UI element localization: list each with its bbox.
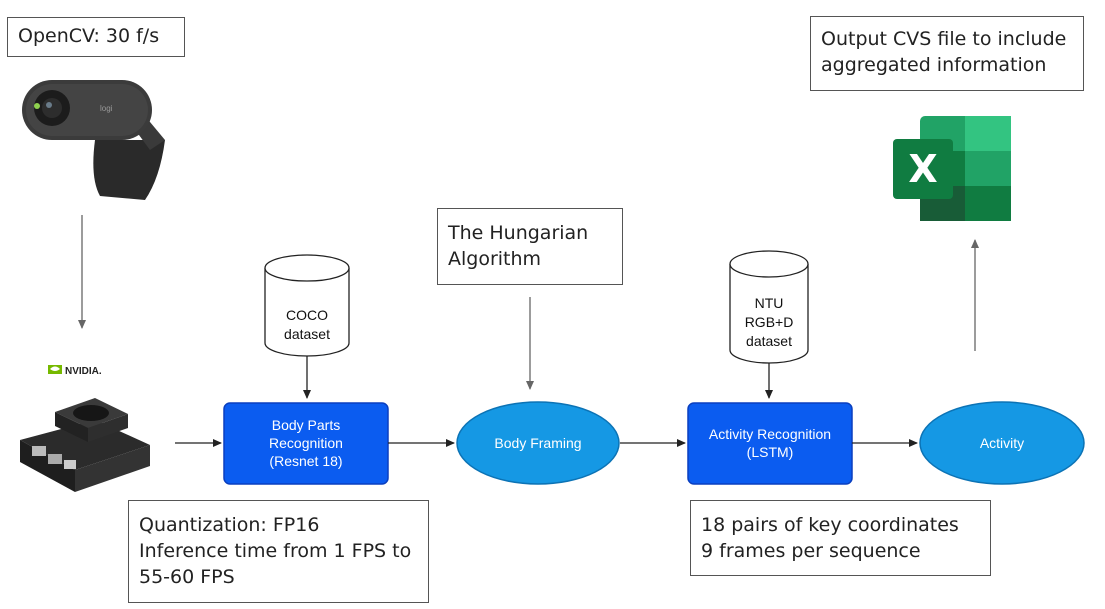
activity-ellipse: Activity <box>919 401 1085 485</box>
output-csv-note: Output CVS file to include aggregated in… <box>810 16 1084 91</box>
webcam-brand-label: logi <box>100 104 113 113</box>
body-parts-recognition-box: Body Parts Recognition (Resnet 18) <box>223 402 389 485</box>
coco-label-line-2: dataset <box>284 326 330 342</box>
output-note-line-2: aggregated information <box>821 54 1047 76</box>
activity-recognition-line-1: Activity Recognition <box>709 426 831 442</box>
nvidia-logo-text: NVIDIA. <box>65 366 102 377</box>
ntu-label-line-1: NTU <box>755 295 784 311</box>
activity-label: Activity <box>980 435 1024 451</box>
opencv-note-text: OpenCV: 30 f/s <box>18 25 160 47</box>
ntu-label-line-3: dataset <box>746 333 792 349</box>
activity-recognition-line-2: (LSTM) <box>747 444 794 460</box>
opencv-note: OpenCV: 30 f/s <box>7 17 185 57</box>
ntu-dataset-cylinder: NTU RGB+D dataset <box>729 250 809 364</box>
activity-recognition-box: Activity Recognition (LSTM) <box>687 402 853 485</box>
output-note-line-1: Output CVS file to include <box>821 28 1067 50</box>
quantization-note-line-3: 55-60 FPS <box>139 566 235 588</box>
body-parts-line-3: (Resnet 18) <box>269 453 342 469</box>
excel-icon: X <box>893 116 1011 221</box>
body-parts-line-2: Recognition <box>269 435 343 451</box>
hungarian-note-line-2: Algorithm <box>448 248 542 270</box>
nvidia-jetson-image: NVIDIA. <box>20 365 150 492</box>
coco-label-line-1: COCO <box>286 307 328 323</box>
excel-icon-letter: X <box>908 147 937 191</box>
hungarian-note-line-1: The Hungarian <box>448 222 589 244</box>
body-parts-line-1: Body Parts <box>272 417 340 433</box>
quantization-note-line-2: Inference time from 1 FPS to <box>139 540 412 562</box>
quantization-note: Quantization: FP16 Inference time from 1… <box>128 500 429 603</box>
body-framing-ellipse: Body Framing <box>456 401 620 485</box>
keypoints-note: 18 pairs of key coordinates 9 frames per… <box>690 500 991 576</box>
hungarian-note: The Hungarian Algorithm <box>437 208 623 285</box>
ntu-label-line-2: RGB+D <box>745 314 794 330</box>
coco-dataset-cylinder: COCO dataset <box>264 254 350 357</box>
webcam-image: logi <box>22 80 165 200</box>
body-framing-label: Body Framing <box>494 435 581 451</box>
quantization-note-line-1: Quantization: FP16 <box>139 514 320 536</box>
keypoints-note-line-1: 18 pairs of key coordinates <box>701 514 959 536</box>
keypoints-note-line-2: 9 frames per sequence <box>701 540 921 562</box>
